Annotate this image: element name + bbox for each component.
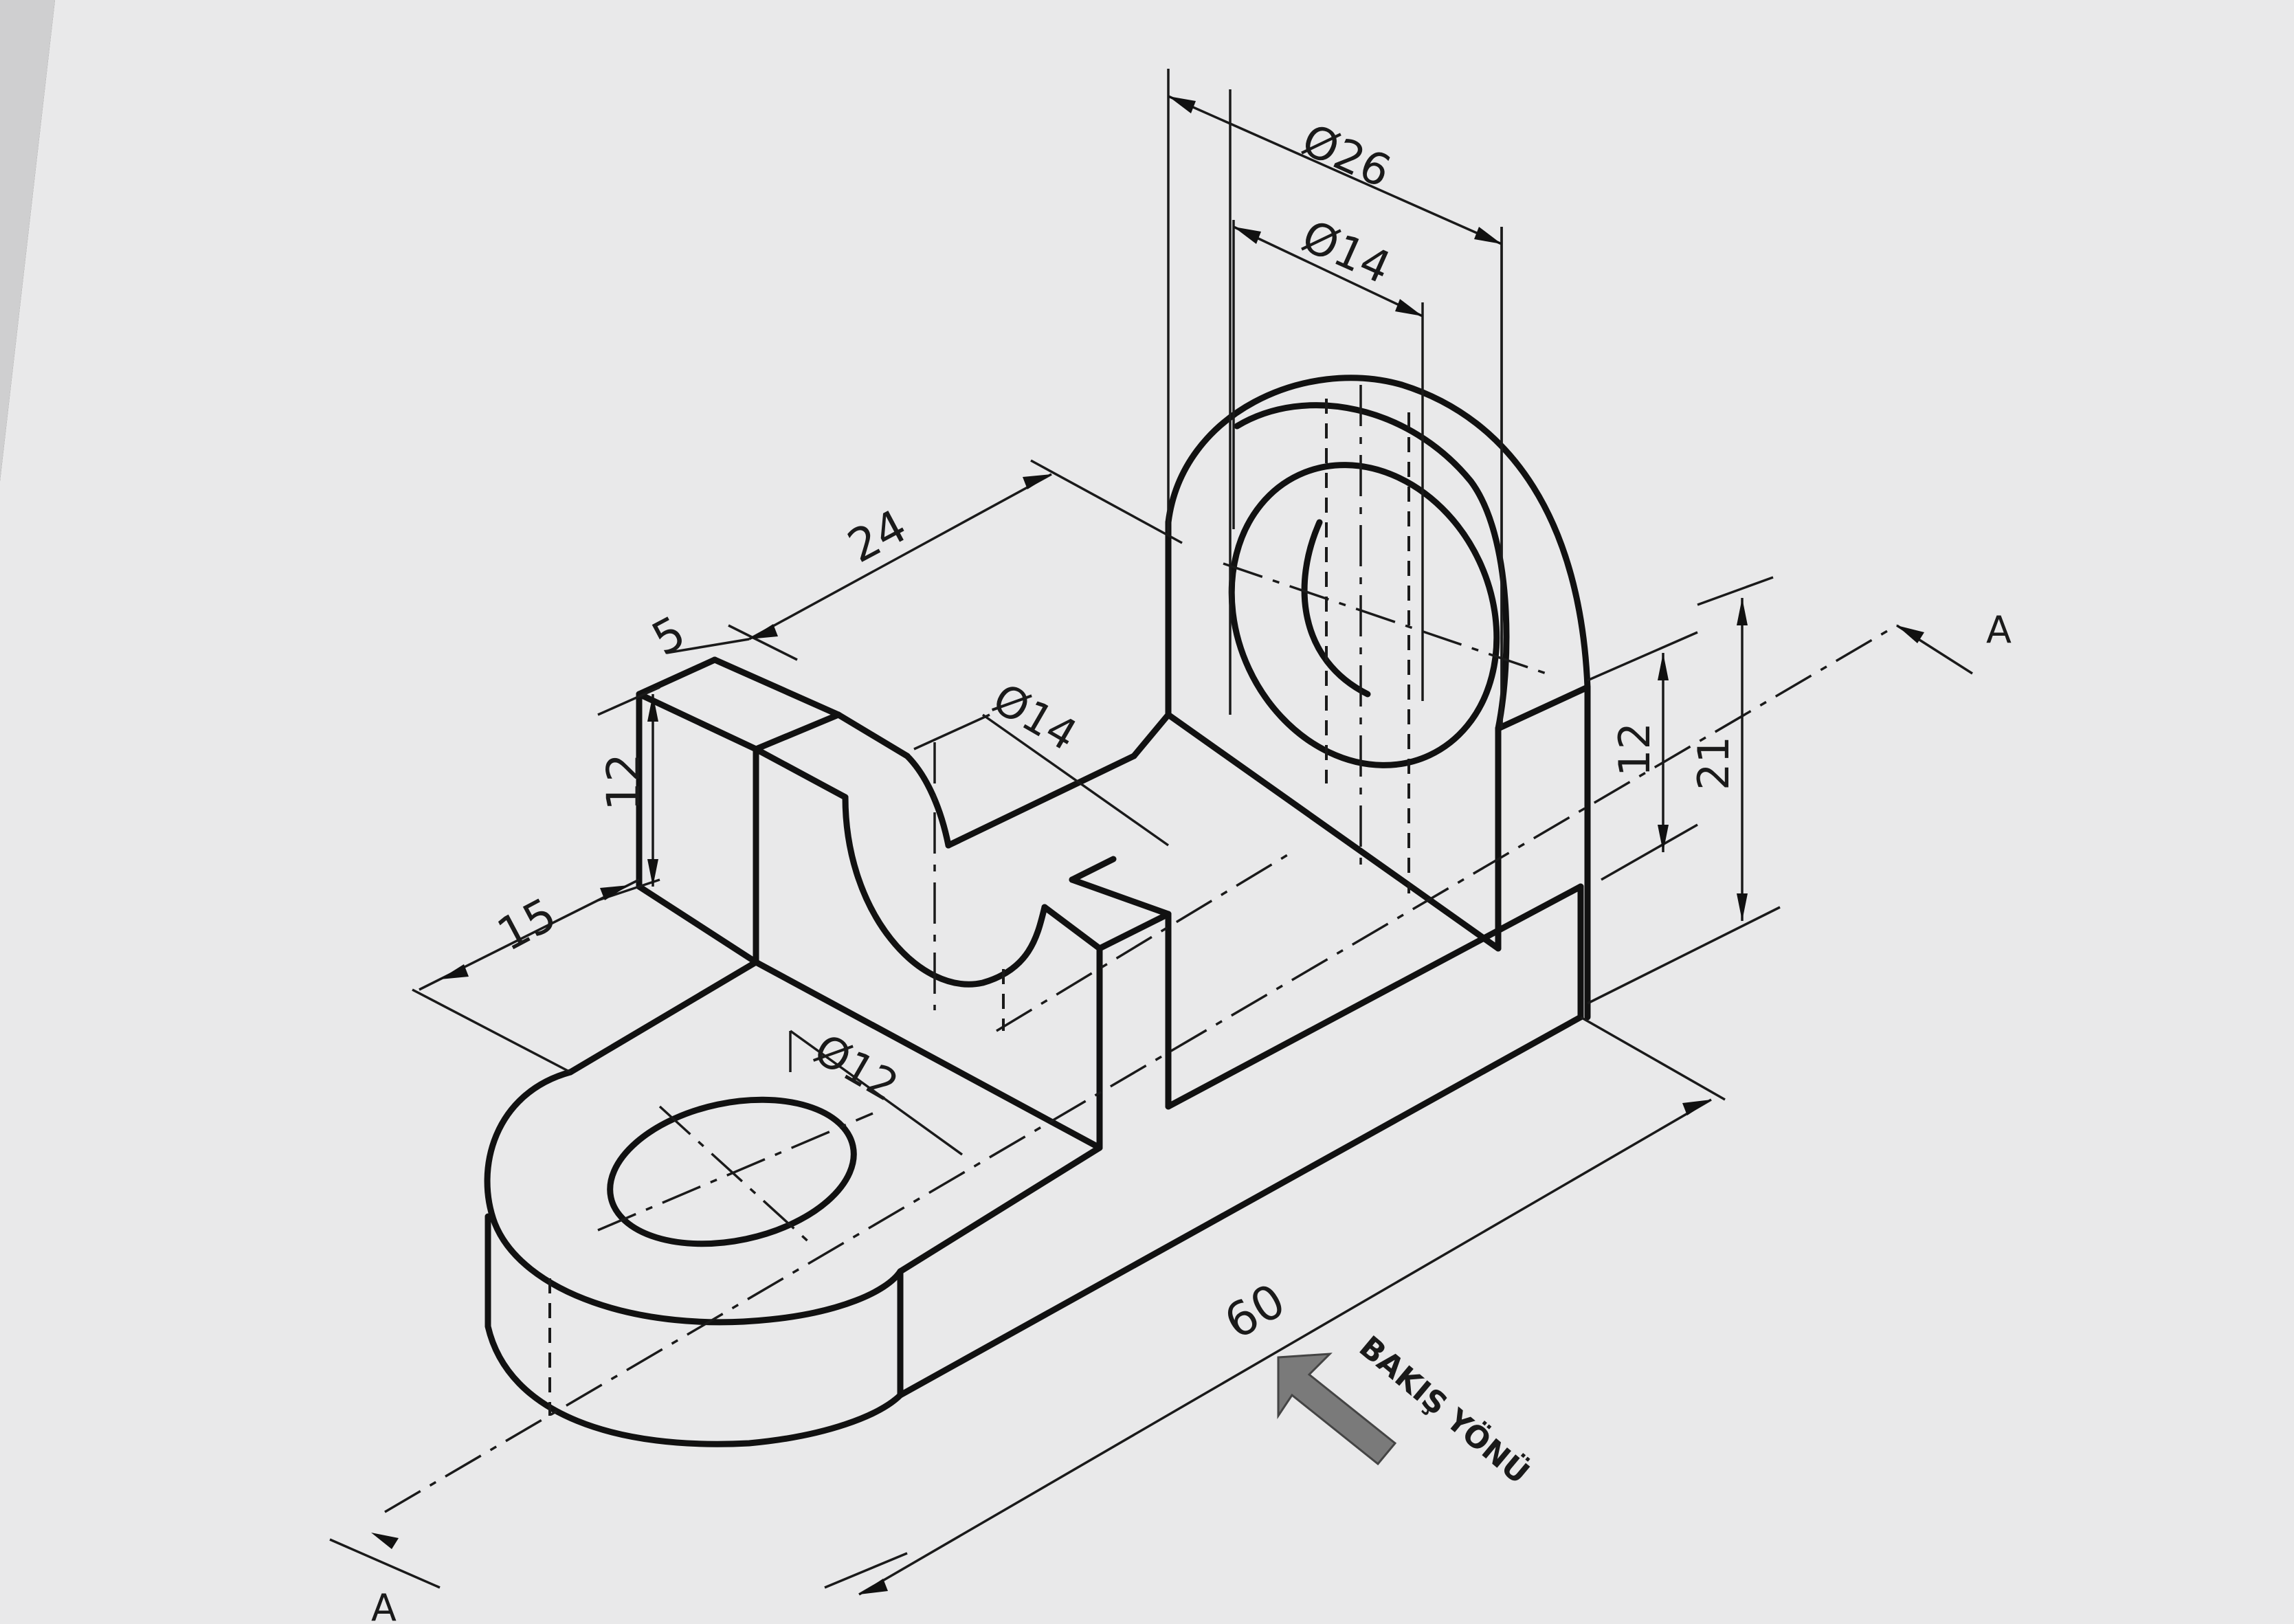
dim-len12-right: 12 xyxy=(1610,722,1660,777)
paper-shadow-left xyxy=(0,0,55,481)
slot-block xyxy=(636,656,1293,1151)
hole-dia12 xyxy=(607,1096,857,1247)
dim-len12-left: 12 xyxy=(597,753,650,811)
base-plate xyxy=(484,883,1584,1447)
section-mark-a-bottom: A xyxy=(371,1586,397,1624)
section-mark-a-top: A xyxy=(1986,608,2012,652)
bore-dia14 xyxy=(1228,462,1500,768)
dim-len21: 21 xyxy=(1689,736,1739,790)
upright-boss xyxy=(1131,89,1591,1021)
dimension-lines xyxy=(329,69,1973,1596)
view-direction-arrow-icon xyxy=(1277,1353,1397,1466)
